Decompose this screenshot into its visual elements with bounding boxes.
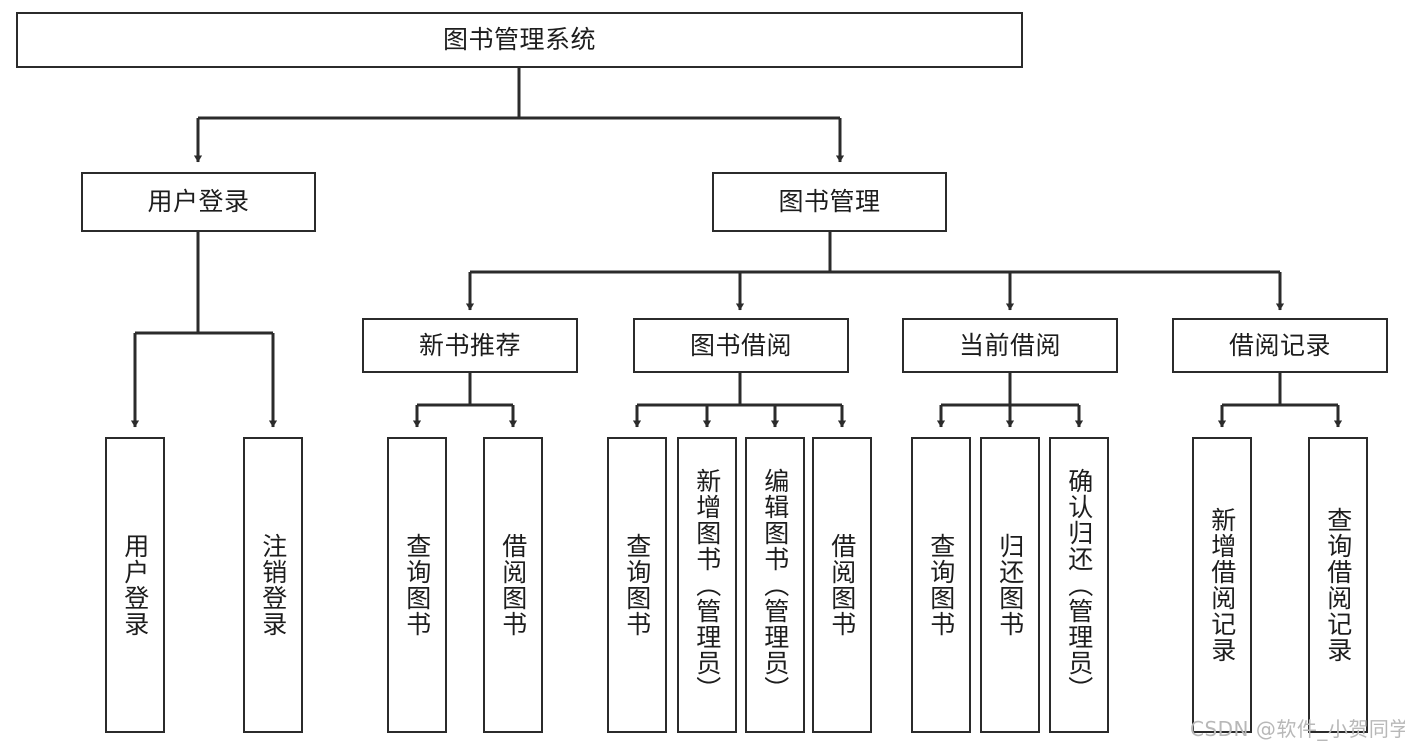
leaf-book-borrow-borrow-book[interactable]: 借阅图书 (812, 437, 872, 733)
leaf-new-book-borrow-book[interactable]: 借阅图书 (483, 437, 543, 733)
node-current-borrow[interactable]: 当前借阅 (902, 318, 1118, 373)
leaf-current-borrow-confirm-return-admin[interactable]: 确认归还（管理员） (1049, 437, 1109, 733)
leaf-new-book-query-book[interactable]: 查询图书 (387, 437, 447, 733)
node-book-management[interactable]: 图书管理 (712, 172, 947, 232)
leaf-book-borrow-query-book[interactable]: 查询图书 (607, 437, 667, 733)
csdn-watermark: CSDN @软件_小贺同学 (1190, 717, 1405, 741)
connector-lines (130, 68, 1343, 428)
node-book-borrow[interactable]: 图书借阅 (633, 318, 849, 373)
leaf-current-borrow-query-book[interactable]: 查询图书 (911, 437, 971, 733)
leaf-book-borrow-add-book-admin[interactable]: 新增图书（管理员） (677, 437, 737, 733)
leaf-user-login-logout[interactable]: 注销登录 (243, 437, 303, 733)
node-user-login[interactable]: 用户登录 (81, 172, 316, 232)
node-new-book-recommend[interactable]: 新书推荐 (362, 318, 578, 373)
leaf-borrow-record-query-record[interactable]: 查询借阅记录 (1308, 437, 1368, 733)
leaf-current-borrow-return-book[interactable]: 归还图书 (980, 437, 1040, 733)
leaf-borrow-record-add-record[interactable]: 新增借阅记录 (1192, 437, 1252, 733)
node-root-book-management-system[interactable]: 图书管理系统 (16, 12, 1023, 68)
leaf-user-login-user-login[interactable]: 用户登录 (105, 437, 165, 733)
node-borrow-record[interactable]: 借阅记录 (1172, 318, 1388, 373)
leaf-book-borrow-edit-book-admin[interactable]: 编辑图书（管理员） (745, 437, 805, 733)
